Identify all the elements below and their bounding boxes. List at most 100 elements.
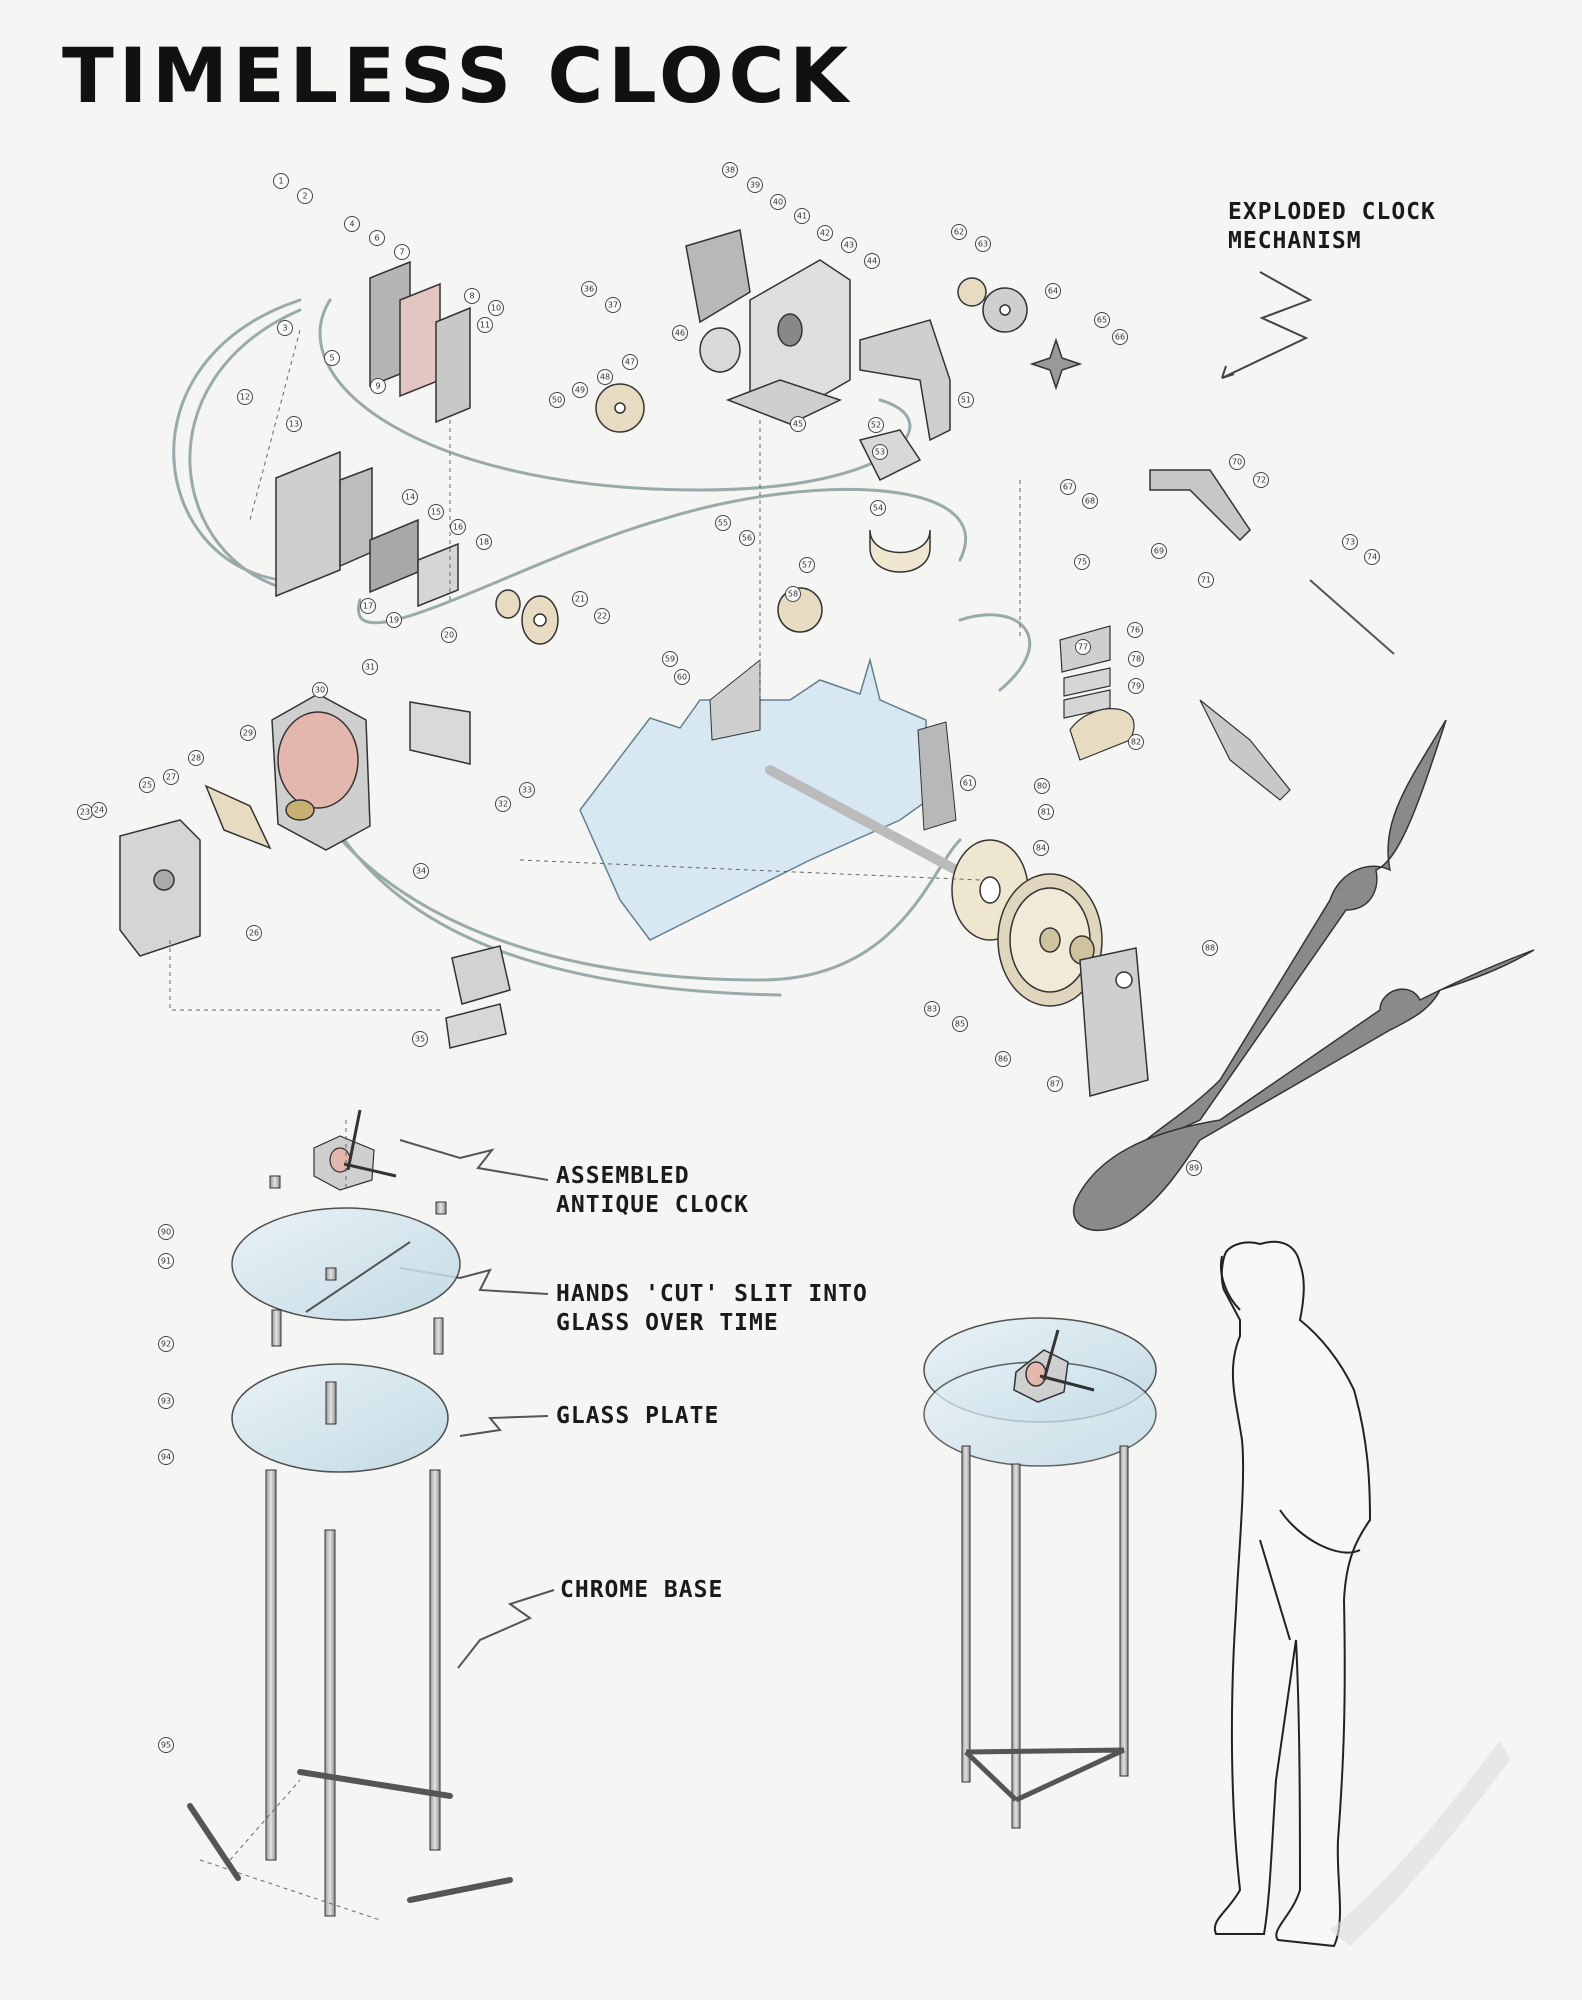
label-glass-plate: GLASS PLATE bbox=[556, 1403, 720, 1429]
callout-number: 55 bbox=[718, 519, 728, 528]
callout-number: 1 bbox=[278, 177, 283, 186]
callout-number: 87 bbox=[1050, 1080, 1060, 1089]
callout-38: 38 bbox=[722, 162, 738, 178]
callout-71: 71 bbox=[1198, 572, 1214, 588]
callout-36: 36 bbox=[581, 281, 597, 297]
callout-number: 81 bbox=[1041, 808, 1051, 817]
callout-22: 22 bbox=[594, 608, 610, 624]
callout-number: 92 bbox=[161, 1340, 171, 1349]
callout-52: 52 bbox=[868, 417, 884, 433]
callout-number: 69 bbox=[1154, 547, 1164, 556]
callout-number: 43 bbox=[844, 241, 854, 250]
callout-number: 24 bbox=[94, 806, 104, 815]
callout-number: 11 bbox=[480, 321, 490, 330]
callout-34: 34 bbox=[413, 863, 429, 879]
callout-31: 31 bbox=[362, 659, 378, 675]
callout-number: 31 bbox=[365, 663, 375, 672]
callout-90: 90 bbox=[158, 1224, 174, 1240]
side-bracket bbox=[917, 721, 957, 831]
callout-number: 53 bbox=[875, 448, 885, 457]
callout-26: 26 bbox=[246, 925, 262, 941]
callout-number: 95 bbox=[161, 1741, 171, 1750]
callout-37: 37 bbox=[605, 297, 621, 313]
callout-5: 5 bbox=[324, 350, 340, 366]
callout-81: 81 bbox=[1038, 804, 1054, 820]
callout-92: 92 bbox=[158, 1336, 174, 1352]
callout-77: 77 bbox=[1075, 639, 1091, 655]
callout-number: 5 bbox=[329, 354, 334, 363]
callout-number: 33 bbox=[522, 786, 532, 795]
callout-78: 78 bbox=[1128, 651, 1144, 667]
callout-number: 57 bbox=[802, 561, 812, 570]
callout-86: 86 bbox=[995, 1051, 1011, 1067]
callout-number: 39 bbox=[750, 181, 760, 190]
standoffs bbox=[269, 1175, 447, 1425]
callout-number: 62 bbox=[954, 228, 964, 237]
callout-number: 35 bbox=[415, 1035, 425, 1044]
callout-9: 9 bbox=[370, 378, 386, 394]
callout-number: 50 bbox=[552, 396, 562, 405]
bracket-assembly bbox=[275, 260, 471, 608]
callout-number: 27 bbox=[166, 773, 176, 782]
callout-69: 69 bbox=[1151, 543, 1167, 559]
assembled-clock-mini bbox=[313, 1109, 397, 1191]
callout-number: 58 bbox=[788, 590, 798, 599]
callout-16: 16 bbox=[450, 519, 466, 535]
chrome-legs bbox=[265, 1469, 441, 1917]
callout-number: 13 bbox=[289, 420, 299, 429]
callout-number: 44 bbox=[867, 257, 877, 266]
callout-number: 84 bbox=[1036, 844, 1046, 853]
callout-51: 51 bbox=[958, 392, 974, 408]
callout-20: 20 bbox=[441, 627, 457, 643]
callout-7: 7 bbox=[394, 244, 410, 260]
callout-number: 34 bbox=[416, 867, 426, 876]
callout-24: 24 bbox=[91, 802, 107, 818]
label-assembled-line1: ASSEMBLED bbox=[556, 1163, 690, 1189]
callout-1: 1 bbox=[273, 173, 289, 189]
callout-54: 54 bbox=[870, 500, 886, 516]
callout-21: 21 bbox=[572, 591, 588, 607]
callout-43: 43 bbox=[841, 237, 857, 253]
callout-91: 91 bbox=[158, 1253, 174, 1269]
callout-29: 29 bbox=[240, 725, 256, 741]
callout-number: 46 bbox=[675, 329, 685, 338]
callout-82: 82 bbox=[1128, 734, 1144, 750]
callout-66: 66 bbox=[1112, 329, 1128, 345]
callout-46: 46 bbox=[672, 325, 688, 341]
callout-number: 12 bbox=[240, 393, 250, 402]
callout-60: 60 bbox=[674, 669, 690, 685]
callout-50: 50 bbox=[549, 392, 565, 408]
callout-63: 63 bbox=[975, 236, 991, 252]
glass-disc-icon bbox=[231, 1207, 461, 1473]
callout-number: 75 bbox=[1077, 558, 1087, 567]
terminal-block bbox=[445, 945, 511, 1049]
callout-number: 52 bbox=[871, 421, 881, 430]
label-exploded-mechanism: EXPLODED CLOCK MECHANISM bbox=[1228, 198, 1436, 256]
callout-number: 83 bbox=[927, 1005, 937, 1014]
callout-number: 3 bbox=[282, 324, 287, 333]
callout-33: 33 bbox=[519, 782, 535, 798]
callout-number: 4 bbox=[349, 220, 354, 229]
callout-40: 40 bbox=[770, 194, 786, 210]
callout-number: 85 bbox=[955, 1020, 965, 1029]
callout-number: 28 bbox=[191, 754, 201, 763]
label-exploded-line2: MECHANISM bbox=[1228, 228, 1362, 254]
label-exploded-line1: EXPLODED CLOCK bbox=[1228, 199, 1436, 225]
callout-number: 8 bbox=[469, 292, 474, 301]
callout-number: 70 bbox=[1232, 458, 1242, 467]
callout-28: 28 bbox=[188, 750, 204, 766]
callout-11: 11 bbox=[477, 317, 493, 333]
callout-number: 60 bbox=[677, 673, 687, 682]
callout-number: 54 bbox=[873, 504, 883, 513]
gear-housing bbox=[685, 229, 1251, 573]
callout-74: 74 bbox=[1364, 549, 1380, 565]
callout-number: 32 bbox=[498, 800, 508, 809]
callout-number: 67 bbox=[1063, 483, 1073, 492]
label-assembled-clock: ASSEMBLED ANTIQUE CLOCK bbox=[556, 1162, 749, 1220]
callout-58: 58 bbox=[785, 586, 801, 602]
callout-number: 71 bbox=[1201, 576, 1211, 585]
callout-61: 61 bbox=[960, 775, 976, 791]
